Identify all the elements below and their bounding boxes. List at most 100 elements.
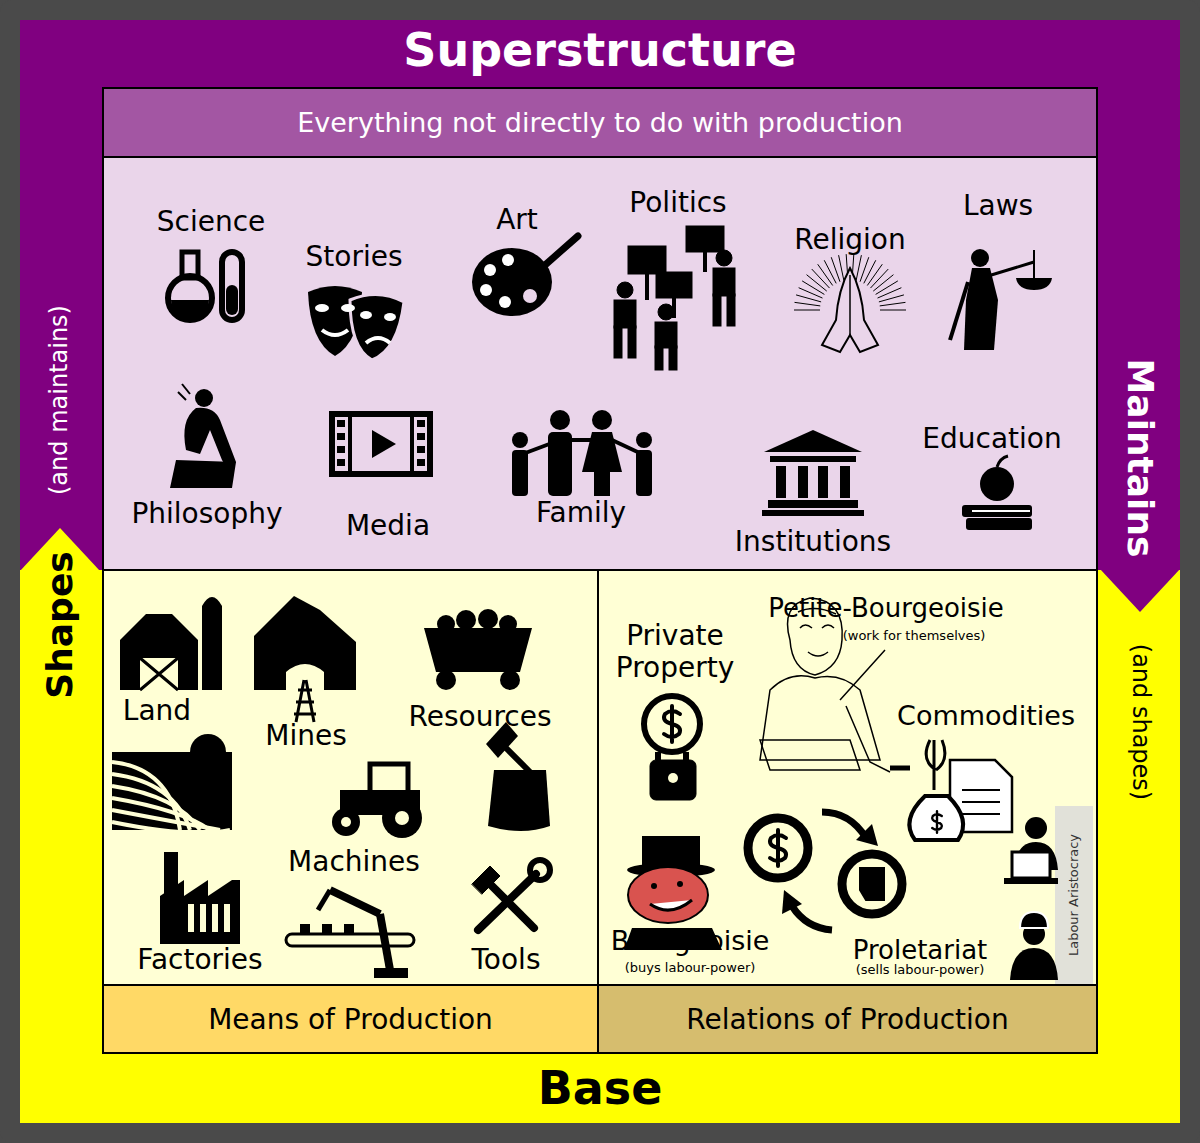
icon-shape — [417, 446, 425, 453]
icon-label: Mines — [265, 720, 347, 752]
icon-shape — [182, 384, 190, 394]
protest-icon — [614, 226, 735, 370]
icon-shape — [824, 260, 836, 283]
icon-shape — [997, 456, 1008, 467]
family-icon — [512, 410, 652, 496]
icon-shape — [330, 890, 380, 914]
arrow-label: Maintains — [1119, 359, 1160, 558]
icon-label: Science — [157, 206, 266, 238]
icon-shape — [332, 414, 430, 474]
icon-shape — [636, 432, 652, 448]
means-of-production-panel: Means of Production — [103, 570, 598, 1053]
icon-shape — [988, 262, 1034, 276]
icon-shape — [644, 696, 700, 752]
icon-label: Laws — [963, 190, 1033, 222]
icon-label: Philosophy — [131, 498, 282, 530]
icon-shape — [224, 904, 230, 932]
labour-aristocracy-group — [1004, 806, 1093, 984]
icon-shape — [822, 268, 878, 352]
icon-shape — [799, 288, 823, 298]
icon-shape — [360, 311, 372, 319]
icon-shape — [683, 752, 689, 760]
icon-shape — [202, 606, 222, 690]
icon-shape — [350, 294, 404, 360]
icon-shape — [170, 460, 236, 488]
icon-shape — [867, 264, 882, 285]
institution-icon — [762, 430, 864, 516]
class-label: Labour Aristocracy — [1067, 834, 1082, 956]
icon-shape — [802, 281, 824, 295]
icon-shape — [550, 410, 570, 430]
books-apple-icon — [962, 456, 1032, 530]
icon-shape — [344, 924, 354, 933]
icon-shape — [190, 734, 226, 752]
class-label: Bourgeoisie — [611, 925, 770, 956]
icon-shape — [372, 430, 396, 458]
icon-shape — [168, 276, 212, 320]
means-panel — [103, 570, 598, 1053]
icon-shape — [822, 812, 866, 838]
factory-icon — [160, 852, 240, 944]
icon-shape — [286, 934, 414, 946]
icon-shape — [417, 420, 425, 427]
icon-shape — [668, 773, 678, 783]
panel-borders — [103, 88, 1097, 1053]
icon-shape — [972, 510, 1030, 512]
icon-label: Factories — [137, 944, 262, 976]
icon-shape — [628, 867, 708, 923]
icon-shape — [971, 249, 989, 267]
header-text: Everything not directly to do with produ… — [103, 88, 1097, 157]
icon-shape — [212, 904, 218, 932]
header-bar — [103, 88, 1097, 157]
icon-shape — [341, 817, 351, 827]
theatre-masks-icon — [308, 286, 404, 360]
icon-label: Religion — [794, 224, 905, 256]
icon-shape — [188, 904, 194, 932]
icon-shape — [651, 883, 657, 889]
icon-shape — [594, 470, 610, 496]
icon-shape — [502, 254, 514, 266]
icon-shape — [669, 346, 677, 370]
icon-shape — [112, 752, 232, 830]
icon-shape — [499, 296, 511, 308]
mine-icon — [254, 596, 356, 722]
icon-shape — [140, 658, 178, 690]
icon-shape — [856, 255, 861, 280]
icon-shape — [650, 760, 696, 800]
icon-shape — [103, 156, 1097, 158]
icon-shape — [480, 284, 492, 296]
ore-cart-icon — [424, 609, 532, 690]
icon-shape — [664, 706, 680, 742]
means-bar — [103, 985, 598, 1053]
icon-shape — [160, 880, 240, 944]
class-label: Petite-Bourgeoisie — [768, 594, 1004, 624]
icon-shape — [436, 670, 456, 690]
icon-shape — [382, 798, 422, 838]
icon-shape — [523, 289, 537, 303]
robot-arm-icon — [286, 890, 414, 978]
icon-shape — [384, 313, 396, 321]
icon-shape — [337, 420, 345, 427]
tools-icon — [472, 860, 550, 930]
icon-shape — [472, 866, 500, 894]
icon-shape — [337, 459, 345, 466]
icon-shape — [703, 252, 707, 272]
icon-shape — [337, 433, 345, 440]
icon-shape — [417, 459, 425, 466]
icon-shape — [410, 414, 414, 474]
icon-shape — [842, 854, 902, 914]
icon-shape — [876, 281, 898, 295]
science-icon — [168, 252, 242, 320]
icon-label: Private Property — [600, 620, 750, 684]
icon-shape — [792, 906, 832, 930]
icon-shape — [512, 450, 528, 496]
region-title: Base — [20, 1056, 1180, 1120]
lady-justice-icon — [950, 249, 1052, 350]
icon-shape — [760, 740, 860, 770]
icon-shape — [727, 294, 735, 326]
icon-shape — [864, 260, 876, 283]
maintains-arrow-tip — [1100, 569, 1180, 612]
icon-shape — [840, 650, 890, 772]
icon-shape — [1055, 806, 1093, 984]
